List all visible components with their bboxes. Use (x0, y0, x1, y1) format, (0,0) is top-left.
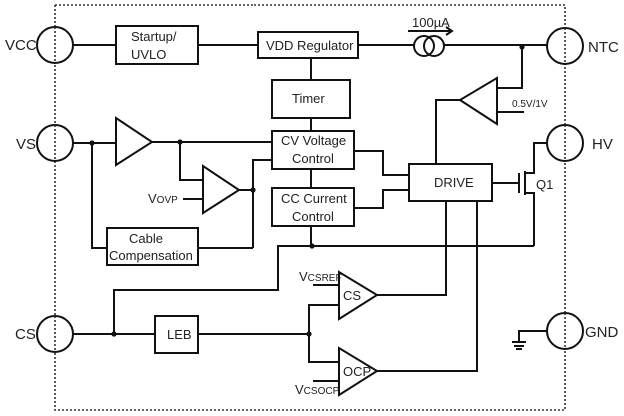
wire-ocp-drive (377, 201, 478, 372)
svg-text:Compensation: Compensation (109, 248, 193, 263)
ntc-ref-label: 0.5V/1V (512, 99, 548, 110)
wire-vs-cable (91, 143, 107, 249)
wire-feedback (113, 245, 534, 334)
ovp-comparator (202, 164, 241, 215)
drive-block: DRIVE (408, 163, 493, 202)
chip-boundary-left-bottom (54, 5, 510, 411)
pin-cs: CS (15, 315, 74, 353)
wire-gnd (518, 330, 547, 341)
wire-leb-comparators (308, 304, 339, 363)
current-source-label: 100µA (412, 15, 450, 30)
vdd-regulator-block: VDD Regulator (257, 31, 359, 59)
pin-hv-label: HV (592, 136, 613, 153)
svg-text:UVLO: UVLO (131, 47, 166, 62)
pin-gnd-label: GND (585, 324, 619, 341)
wire-q1-source (525, 192, 535, 246)
q1-label: Q1 (536, 177, 553, 192)
wire-q1-hv (525, 142, 547, 174)
svg-text:CC Current: CC Current (281, 191, 347, 206)
svg-text:Startup/: Startup/ (131, 29, 177, 44)
cs-comparator-label: CS (343, 288, 361, 303)
wire-cc-drive (354, 189, 409, 209)
pin-cs-label: CS (15, 326, 36, 343)
current-source-100ua: 100µA (408, 15, 454, 57)
ocp-comparator-label: OCP (343, 364, 371, 379)
svg-text:DRIVE: DRIVE (434, 175, 474, 190)
wire-cv-drive (354, 150, 409, 176)
cv-voltage-control-block: CV Voltage Control (271, 130, 355, 170)
chip-boundary-right (510, 4, 566, 411)
svg-text:Timer: Timer (292, 91, 325, 106)
ground-icon (512, 341, 526, 350)
ntc-comparator (458, 76, 498, 126)
wire-amp-ovp (179, 142, 203, 181)
pin-vs: VS (16, 124, 74, 162)
leb-block: LEB (154, 315, 199, 354)
svg-text:CV Voltage: CV Voltage (281, 133, 346, 148)
cc-current-control-block: CC Current Control (271, 187, 355, 227)
svg-text:Control: Control (292, 209, 334, 224)
vovp-label: VOVP (148, 191, 178, 206)
svg-text:VDD Regulator: VDD Regulator (266, 38, 354, 53)
wire-ntc-comparator (497, 45, 523, 89)
pin-gnd: GND (546, 312, 619, 350)
ocp-comparator (338, 346, 379, 397)
pin-ntc-label: NTC (588, 39, 619, 56)
cable-compensation-block: Cable Compensation (106, 227, 199, 266)
pin-ntc: NTC (546, 27, 619, 65)
svg-text:LEB: LEB (167, 327, 192, 342)
timer-block: Timer (271, 79, 351, 119)
wire-ovp-cv (252, 159, 272, 248)
junction-cs (111, 331, 117, 337)
svg-text:Control: Control (292, 151, 334, 166)
pin-vcc-label: VCC (5, 37, 37, 54)
vs-amplifier (115, 116, 154, 167)
svg-text:Cable: Cable (129, 231, 163, 246)
pin-hv: HV (546, 124, 613, 162)
wire-cs-drive (377, 201, 447, 296)
vcsref-label: VCSREF (299, 269, 342, 284)
pin-vs-label: VS (16, 136, 36, 153)
startup-uvlo-block: Startup/ UVLO (115, 25, 199, 65)
pin-vcc: VCC (5, 26, 74, 64)
vcsocp-label: VCSOCP (295, 382, 340, 397)
cs-comparator (338, 270, 379, 321)
wire-ntc-comp-drive (435, 99, 460, 163)
transistor-q1: Q1 (518, 142, 553, 246)
